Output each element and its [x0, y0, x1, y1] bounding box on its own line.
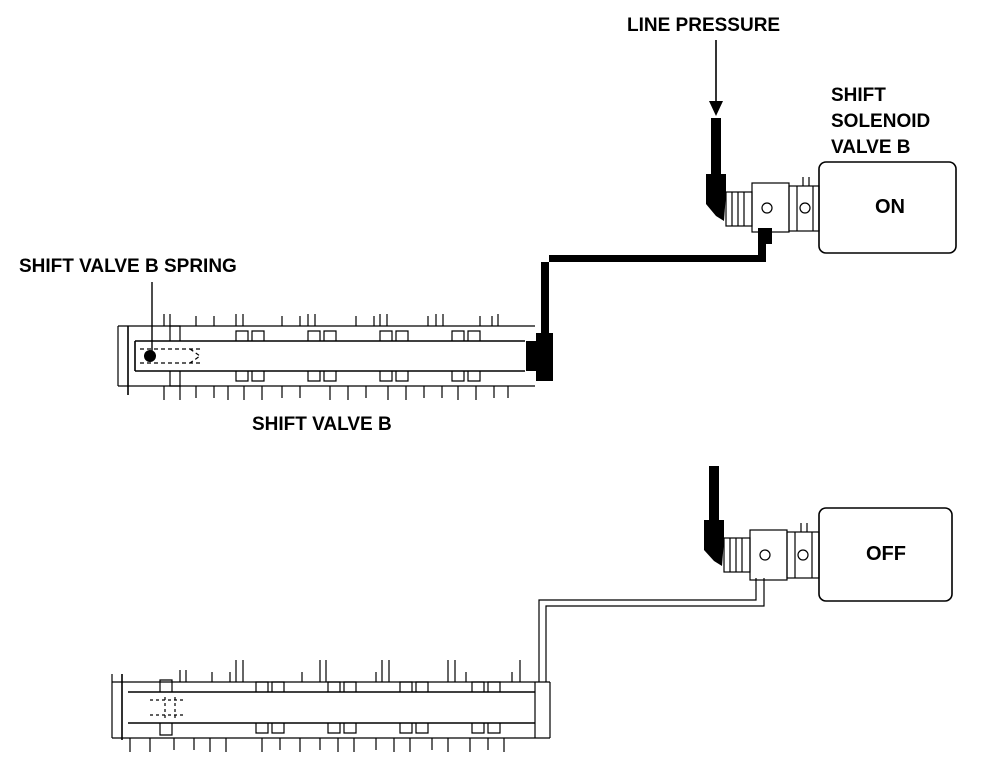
- spring-label: SHIFT VALVE B SPRING: [19, 256, 237, 277]
- line-pressure-label: LINE PRESSURE: [627, 15, 780, 36]
- spring-ball: [144, 350, 156, 362]
- solenoid-valve-off: OFF: [723, 507, 953, 602]
- pressure-feed-line-off: [704, 466, 724, 566]
- solenoid-state-on: ON: [875, 196, 905, 218]
- solenoid-state-off: OFF: [866, 543, 906, 565]
- solenoid-label-line2: SOLENOID: [831, 111, 930, 132]
- solenoid-valve-on: ON: [725, 161, 957, 254]
- solenoid-label-line1: SHIFT: [831, 85, 886, 106]
- solenoid-label-line3: VALVE B: [831, 137, 911, 158]
- pressure-feed-line: [706, 118, 726, 221]
- shift-valve-label: SHIFT VALVE B: [252, 414, 392, 435]
- shift-valve-top: [117, 314, 553, 400]
- bottom-assembly-off: OFF: [111, 466, 953, 752]
- shift-valve-bottom: [111, 660, 551, 752]
- signal-line-pressurised: [541, 228, 772, 333]
- signal-line-exhausted: [538, 578, 765, 682]
- line-pressure-arrow: [709, 40, 723, 116]
- top-assembly-on: LINE PRESSURE SHIFT SOLENOID VALVE B ON: [19, 15, 957, 435]
